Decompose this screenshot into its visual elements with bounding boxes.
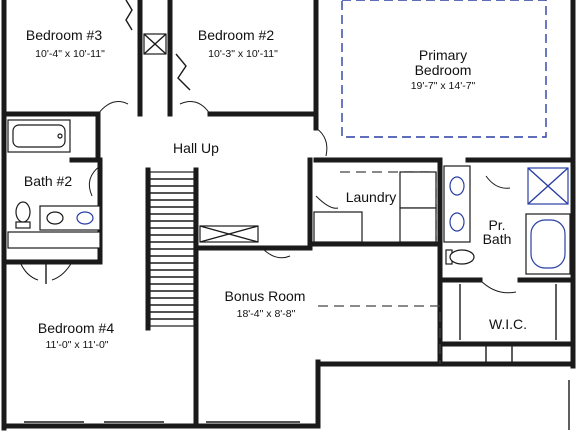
dryer-icon	[399, 207, 437, 243]
bonus-name: Bonus Room	[225, 288, 306, 304]
laundry-counter	[313, 211, 363, 243]
pr-bath-name-line1: Pr.	[488, 217, 505, 233]
bath2-fixtures	[7, 119, 101, 249]
wic-name: W.I.C.	[489, 316, 527, 332]
washer-icon	[399, 171, 437, 209]
bonus-dashed-outline	[318, 305, 441, 364]
primary-name-line1: Primary	[419, 47, 467, 63]
bedroom2-dims: 10'-3" x 10'-11"	[208, 48, 278, 60]
toilet-icon	[445, 249, 475, 265]
primary-bath-fixtures	[443, 165, 571, 275]
bonus-dims: 18'-4" x 8'-8"	[237, 308, 296, 320]
bedroom4-name: Bedroom #4	[38, 320, 114, 336]
room-labels: Bedroom #3 10'-4" x 10'-11" Bedroom #2 1…	[24, 27, 527, 351]
laundry-fixtures	[313, 171, 437, 243]
toilet-icon	[15, 201, 31, 229]
pr-bath-name-line2: Bath	[483, 231, 512, 247]
sink-icon	[449, 176, 465, 196]
bedroom2-name: Bedroom #2	[198, 27, 274, 43]
bedroom4-dims: 11'-0" x 11'-0"	[45, 339, 108, 351]
bath2-name: Bath #2	[24, 173, 72, 189]
bedroom3-name: Bedroom #3	[26, 27, 102, 43]
bedroom3-dims: 10'-4" x 10'-11"	[35, 48, 105, 60]
details	[19, 0, 570, 430]
sink-icon	[76, 211, 94, 225]
laundry-name: Laundry	[346, 189, 397, 205]
hall-name: Hall Up	[173, 140, 219, 156]
stairs	[149, 171, 195, 327]
primary-name-line2: Bedroom	[415, 62, 472, 78]
primary-dims: 19'-7" x 14'-7"	[411, 80, 476, 92]
sink-icon	[46, 211, 64, 225]
sink-icon	[449, 212, 465, 232]
tray-ceiling-outline	[341, 0, 547, 138]
